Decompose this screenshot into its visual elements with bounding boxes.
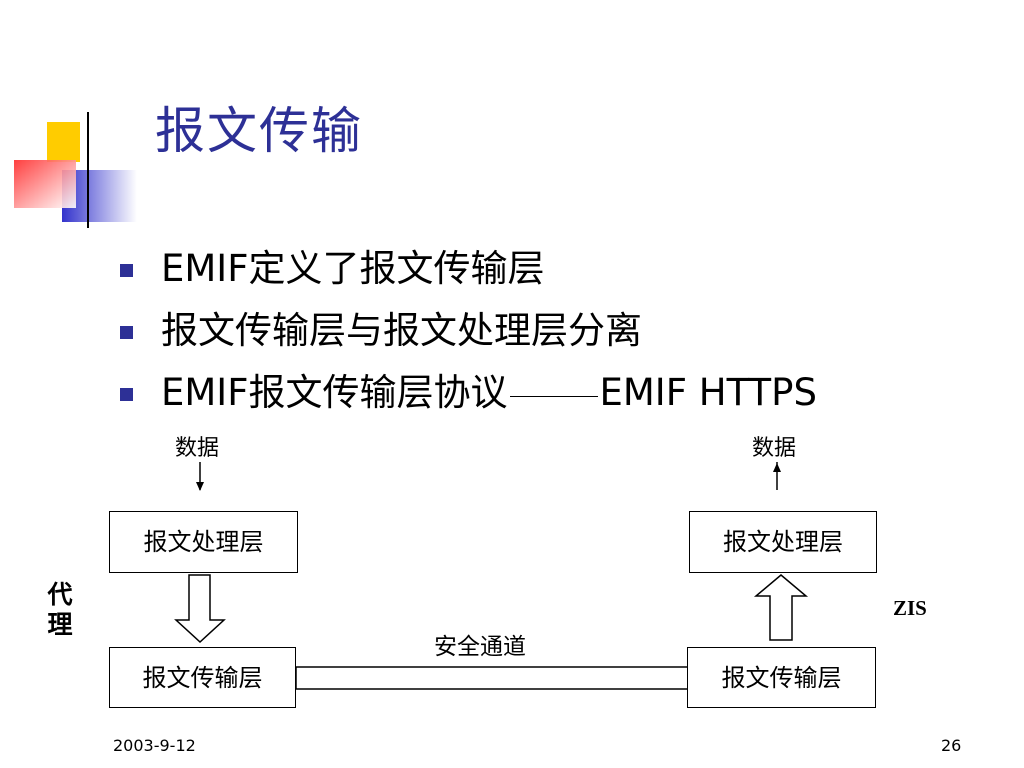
bullet-text: EMIF报文传输层协议——EMIF HTTPS bbox=[161, 366, 817, 420]
up-block-arrow bbox=[753, 574, 809, 641]
secure-channel-pipe bbox=[295, 666, 689, 690]
em-dash: —— bbox=[508, 366, 600, 420]
right-data-label: 数据 bbox=[752, 436, 797, 461]
deco-yellow-square bbox=[47, 122, 80, 162]
footer-page-number: 26 bbox=[941, 736, 962, 755]
bullet-text: EMIF定义了报文传输层 bbox=[161, 247, 545, 290]
bullet-text-pre: EMIF报文传输层协议 bbox=[161, 371, 508, 414]
bullet-square-icon bbox=[120, 388, 133, 401]
bullet-text-post: EMIF HTTPS bbox=[599, 371, 817, 414]
zis-label: ZIS bbox=[893, 596, 927, 620]
right-transport-layer-box: 报文传输层 bbox=[687, 647, 876, 708]
slide-decoration bbox=[14, 112, 1000, 228]
down-block-arrow bbox=[174, 574, 226, 644]
footer-date: 2003-9-12 bbox=[113, 736, 196, 755]
left-data-label: 数据 bbox=[175, 436, 220, 461]
proxy-label: 代理 bbox=[47, 580, 73, 639]
secure-channel-label: 安全通道 bbox=[434, 634, 526, 660]
slide-title: 报文传输 bbox=[155, 102, 363, 160]
left-processing-layer-box: 报文处理层 bbox=[109, 511, 298, 573]
right-processing-layer-box: 报文处理层 bbox=[689, 511, 877, 573]
bullet-square-icon bbox=[120, 264, 133, 277]
bullet-square-icon bbox=[120, 326, 133, 339]
bullet-text: 报文传输层与报文处理层分离 bbox=[161, 309, 642, 352]
left-transport-layer-box: 报文传输层 bbox=[109, 647, 296, 708]
